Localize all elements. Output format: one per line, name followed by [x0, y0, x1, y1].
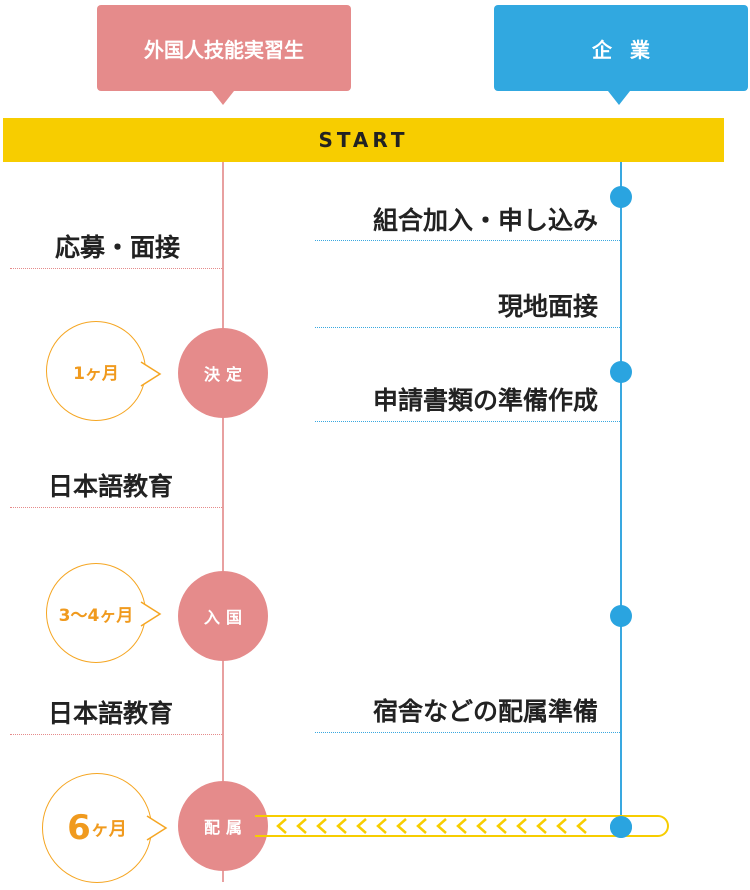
separator-japanese-1: [10, 507, 222, 508]
chevron-left-icon: [516, 818, 527, 834]
separator-documents: [315, 421, 620, 422]
chevron-left-icon: [356, 818, 367, 834]
start-bar: START: [3, 118, 724, 162]
bubble-tail-2: [140, 601, 162, 627]
chevron-left-icon: [376, 818, 387, 834]
milestone-assign-label: 配属: [203, 818, 248, 837]
company-header: 企業: [494, 5, 748, 105]
chevron-left-icon: [456, 818, 467, 834]
chevron-left-icon: [476, 818, 487, 834]
chevron-left-icon: [276, 818, 287, 834]
bubble-tail-3: [146, 815, 168, 841]
separator-apply: [10, 268, 222, 269]
trainee-header: 外国人技能実習生: [97, 5, 351, 105]
milestone-entry-label: 入国: [203, 608, 248, 627]
step-apply-interview: 応募・面接: [55, 233, 181, 262]
step-japanese-2: 日本語教育: [48, 699, 174, 728]
separator-interview: [315, 327, 620, 328]
chevron-left-icon: [436, 818, 447, 834]
company-dot-1: [610, 186, 632, 208]
start-label: START: [318, 128, 409, 152]
step-japanese-1: 日本語教育: [48, 472, 174, 501]
duration-bubble-1: 1ヶ月: [46, 321, 146, 421]
assignment-arrow-bar: [255, 815, 669, 837]
bubble-tail-1: [140, 361, 162, 387]
separator-housing: [315, 732, 620, 733]
company-timeline: [620, 162, 622, 822]
chevron-left-icon: [536, 818, 547, 834]
company-dot-assign: [610, 816, 632, 838]
milestone-assign: 配属: [178, 781, 268, 871]
step-documents: 申請書類の準備作成: [372, 386, 598, 415]
chevron-arrow-row: [272, 814, 592, 838]
chevron-left-icon: [296, 818, 307, 834]
chevron-left-icon: [416, 818, 427, 834]
company-header-title: 企業: [592, 37, 668, 62]
chevron-left-icon: [336, 818, 347, 834]
chevron-left-icon: [316, 818, 327, 834]
duration-bubble-2: 3～4ヶ月: [46, 563, 146, 663]
duration-3-number: 6: [67, 808, 91, 848]
chevron-left-icon: [576, 818, 587, 834]
milestone-decision-label: 決定: [203, 365, 248, 384]
trainee-timeline: [222, 162, 224, 882]
separator-japanese-2: [10, 734, 222, 735]
duration-1-label: 1ヶ月: [73, 363, 119, 384]
company-dot-2: [610, 361, 632, 383]
company-dot-3: [610, 605, 632, 627]
step-housing: 宿舎などの配属準備: [372, 697, 598, 726]
step-local-interview: 現地面接: [497, 292, 598, 321]
separator-union: [315, 240, 620, 241]
milestone-decision: 決定: [178, 328, 268, 418]
chevron-left-icon: [496, 818, 507, 834]
milestone-entry: 入国: [178, 571, 268, 661]
trainee-header-title: 外国人技能実習生: [144, 37, 304, 62]
duration-2-label: 3～4ヶ月: [58, 605, 134, 626]
chevron-left-icon: [556, 818, 567, 834]
duration-3-unit: ヶ月: [90, 819, 127, 840]
chevron-left-icon: [396, 818, 407, 834]
step-union-signup: 組合加入・申し込み: [372, 206, 598, 235]
